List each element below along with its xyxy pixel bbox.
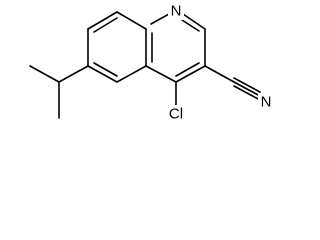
bond-nitrile-triple-c xyxy=(233,85,261,101)
bond-c6-c5-double xyxy=(93,62,118,77)
chlorine-label-background xyxy=(162,105,190,123)
bond-c6-c5 xyxy=(87,65,118,83)
bond-c3-c4 xyxy=(175,65,206,83)
bond-c8-c7 xyxy=(87,11,118,30)
bond-n1-c2-double xyxy=(181,19,200,32)
atom-labels: N Cl N xyxy=(162,2,274,123)
ring-nitrogen-label: N xyxy=(171,3,182,20)
bond-c6-isopropyl xyxy=(58,65,89,83)
bond-c3-c4-double xyxy=(175,62,200,77)
bond-isopropyl-methyl-left xyxy=(29,65,60,83)
bond-n1-c2 xyxy=(182,13,206,30)
bond-c8-c7-double xyxy=(93,17,118,33)
chlorine-label: Cl xyxy=(169,106,183,123)
molecule-structure: N Cl N xyxy=(29,2,274,123)
bond-c3-nitrile-carbon xyxy=(204,65,235,83)
nitrile-nitrogen-label: N xyxy=(261,94,272,111)
nitrile-nitrogen-label-background xyxy=(258,93,274,111)
bond-c8a-n1 xyxy=(150,13,170,25)
bond-skeleton xyxy=(29,11,261,119)
bond-nitrile-triple-b xyxy=(233,81,261,97)
bond-c5-c4a xyxy=(116,65,147,83)
bond-c8a-c8 xyxy=(116,11,147,30)
bond-nitrile-triple-a xyxy=(233,77,261,93)
bond-c4-c4a xyxy=(145,65,177,83)
ring-nitrogen-label-background xyxy=(168,2,184,20)
